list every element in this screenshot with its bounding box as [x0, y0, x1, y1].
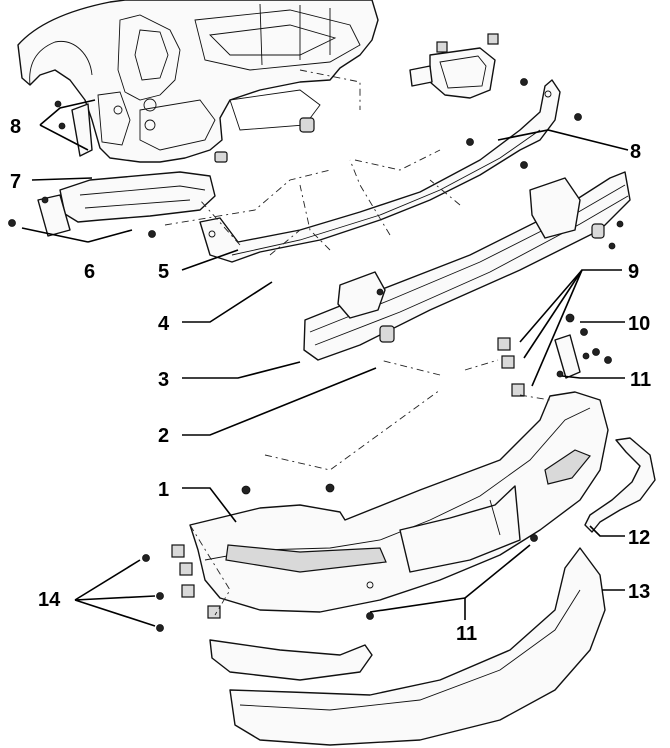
bracket-upper-right — [409, 33, 582, 169]
callout-11-right: 11 — [630, 369, 651, 391]
vehicle-body-rear — [17, 0, 379, 163]
impact-bar — [303, 171, 631, 361]
trim-strip-lower-left — [209, 639, 373, 681]
mounting-rail-long — [199, 79, 561, 263]
callout-labels: 8 7 6 5 4 3 2 1 14 8 9 10 11 12 13 11 — [10, 116, 651, 645]
callout-13: 13 — [628, 581, 650, 603]
lower-spoiler — [229, 547, 606, 746]
assembly-guide-lines — [164, 69, 551, 616]
trim-strip-side — [584, 437, 656, 533]
bracket-upper-left — [54, 100, 93, 157]
callout-1: 1 — [158, 479, 169, 501]
callout-9: 9 — [628, 261, 639, 283]
callout-14: 14 — [38, 589, 61, 611]
callout-4: 4 — [158, 313, 170, 335]
clip-set-right — [497, 313, 612, 397]
callout-leaders — [21, 99, 629, 627]
callout-10: 10 — [628, 313, 650, 335]
callout-5: 5 — [158, 261, 169, 283]
callout-7: 7 — [10, 171, 21, 193]
callout-8-right: 8 — [630, 141, 641, 163]
clip-set-left — [142, 544, 221, 632]
callout-11-bottom: 11 — [456, 623, 477, 645]
side-bracket-left — [8, 171, 216, 238]
callout-12: 12 — [628, 527, 650, 549]
bumper-cover — [189, 391, 609, 620]
callout-2: 2 — [158, 425, 169, 447]
callout-3: 3 — [158, 369, 169, 391]
callout-6: 6 — [84, 261, 95, 283]
callout-8-left: 8 — [10, 116, 21, 138]
